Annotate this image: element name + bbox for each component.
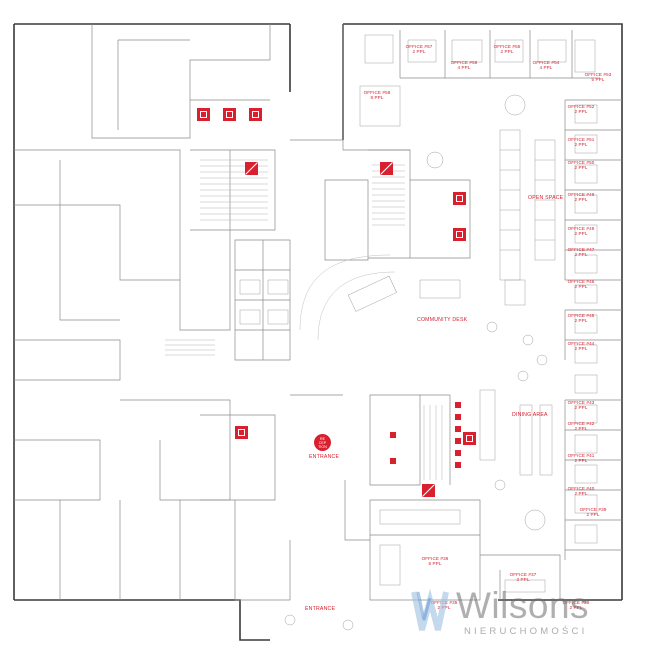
office-58-label: OFFICE #58 8 PPL: [363, 90, 391, 101]
desks: [239, 34, 598, 593]
office-39-label: OFFICE #39 2 PPL: [579, 507, 607, 518]
restroom-icon: [455, 450, 461, 456]
office-38-label: OFFICE #38 2 PPL: [562, 600, 590, 611]
restroom-icon: [455, 414, 461, 420]
outer-walls: [13, 23, 623, 641]
office-51-label: OFFICE #51 2 PPL: [567, 137, 595, 148]
elevator-icon: [390, 458, 396, 464]
restroom-icon: [453, 228, 466, 241]
office-57-label: OFFICE #57 2 PPL: [405, 44, 433, 55]
office-54-label: OFFICE #54 4 PPL: [532, 60, 560, 71]
office-46-label: OFFICE #46 2 PPL: [567, 279, 595, 290]
elevator-icon: [235, 426, 248, 439]
office-48-label: OFFICE #48 2 PPL: [567, 226, 595, 237]
office-45-label: OFFICE #45 2 PPL: [567, 313, 595, 324]
office-52-label: OFFICE #52 2 PPL: [567, 104, 595, 115]
office-50-label: OFFICE #50 2 PPL: [567, 160, 595, 171]
reception-badge: RE CEP TION: [314, 434, 331, 451]
restroom-icon: [453, 192, 466, 205]
office-43-label: OFFICE #43 2 PPL: [567, 400, 595, 411]
stairs-lines: [165, 159, 443, 480]
south-entrance-label: ENTRANCE: [305, 606, 336, 612]
community-desk-label: COMMUNITY DESK: [417, 317, 468, 323]
office-37-label: OFFICE #37 3 PPL: [509, 572, 537, 583]
office-53-label: OFFICE #53 5 PPL: [584, 72, 612, 83]
restroom-icon: [197, 108, 210, 121]
office-35-label: OFFICE #35 2 PPL: [430, 600, 458, 611]
office-36-label: OFFICE #36 8 PPL: [421, 556, 449, 567]
curved-walkway: [299, 254, 396, 341]
round-tables: [284, 94, 548, 631]
office-49-label: OFFICE #49 2 PPL: [567, 192, 595, 203]
dining-area-label: DINING AREA: [512, 412, 548, 418]
office-42-label: OFFICE #42 2 PPL: [567, 421, 595, 432]
restroom-icon: [455, 402, 461, 408]
fire-extinguisher-icon: [463, 432, 476, 445]
office-44-label: OFFICE #44 2 PPL: [567, 341, 595, 352]
restroom-icon: [223, 108, 236, 121]
wilsons-logo-mark: [411, 588, 449, 631]
office-56-label: OFFICE #56 4 PPL: [450, 60, 478, 71]
stairs-icon: [380, 162, 393, 175]
elevator-icon: [249, 108, 262, 121]
interior-walls: [14, 24, 622, 601]
restroom-icon: [455, 426, 461, 432]
stairs-icon: [422, 484, 435, 497]
restroom-icon: [455, 438, 461, 444]
open-space-label: OPEN SPACE: [528, 195, 564, 201]
office-40-label: OFFICE #40 2 PPL: [567, 486, 595, 497]
main-entrance-label: ENTRANCE: [309, 454, 340, 460]
office-55-label: OFFICE #55 2 PPL: [493, 44, 521, 55]
elevator-icon: [390, 432, 396, 438]
office-41-label: OFFICE #41 2 PPL: [567, 453, 595, 464]
logo-brand-text: Wilsons: [456, 585, 590, 626]
logo-tagline: NIERUCHOMOŚCI: [464, 626, 588, 637]
office-47-label: OFFICE #47 2 PPL: [567, 247, 595, 258]
stairs-icon: [245, 162, 258, 175]
restroom-icon: [455, 462, 461, 468]
wilsons-logo: Wilsons NIERUCHOMOŚCI: [410, 586, 642, 642]
